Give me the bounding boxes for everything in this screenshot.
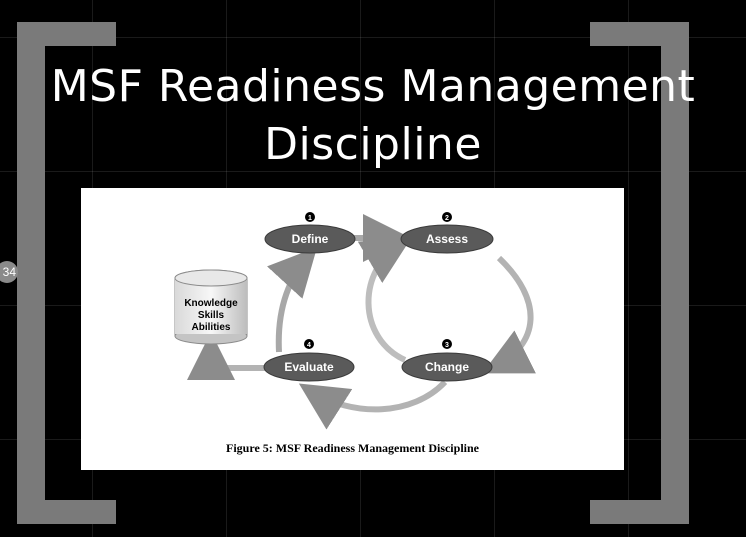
slide-title: MSF Readiness Management Discipline: [0, 58, 746, 174]
slide-number-badge: 34: [0, 261, 18, 283]
figure-panel: Knowledge Skills Abilities Define 1 Asse…: [81, 188, 624, 470]
node-assess: Assess: [400, 224, 494, 254]
node-change: Change: [401, 352, 493, 382]
right-bracket-side: [661, 22, 689, 524]
node-define: Define: [264, 224, 356, 254]
node-assess-label: Assess: [426, 232, 468, 246]
step-2-marker: 2: [442, 212, 452, 222]
right-bracket-bottom: [590, 500, 689, 524]
readiness-cycle-diagram: Knowledge Skills Abilities Define 1 Asse…: [174, 212, 536, 430]
arrow-evaluate-to-define: [266, 247, 318, 353]
arrow-evaluate-to-store: [187, 332, 265, 380]
node-evaluate-label: Evaluate: [284, 360, 334, 374]
svg-text:4: 4: [307, 342, 311, 349]
arrow-change-to-evaluate: [298, 379, 448, 430]
step-4-marker: 4: [304, 339, 314, 349]
left-bracket-side: [17, 22, 45, 524]
svg-text:3: 3: [445, 342, 449, 349]
left-bracket-bottom: [17, 500, 116, 524]
arrow-change-to-assess: [357, 237, 412, 363]
knowledge-store-cylinder: [174, 269, 248, 345]
store-label-knowledge: Knowledge: [184, 298, 238, 309]
figure-caption: Figure 5: MSF Readiness Management Disci…: [226, 441, 479, 455]
node-change-label: Change: [425, 360, 469, 374]
svg-text:1: 1: [308, 215, 312, 222]
node-define-label: Define: [292, 232, 329, 246]
node-evaluate: Evaluate: [263, 352, 355, 382]
step-1-marker: 1: [305, 212, 315, 222]
arrow-assess-to-change: [482, 255, 536, 374]
step-3-marker: 3: [442, 339, 452, 349]
store-label-abilities: Abilities: [192, 322, 231, 333]
svg-text:2: 2: [445, 215, 449, 222]
store-label-skills: Skills: [198, 310, 225, 321]
slide-title-line-1: MSF Readiness Management: [50, 61, 696, 112]
slide-title-line-2: Discipline: [264, 119, 482, 170]
